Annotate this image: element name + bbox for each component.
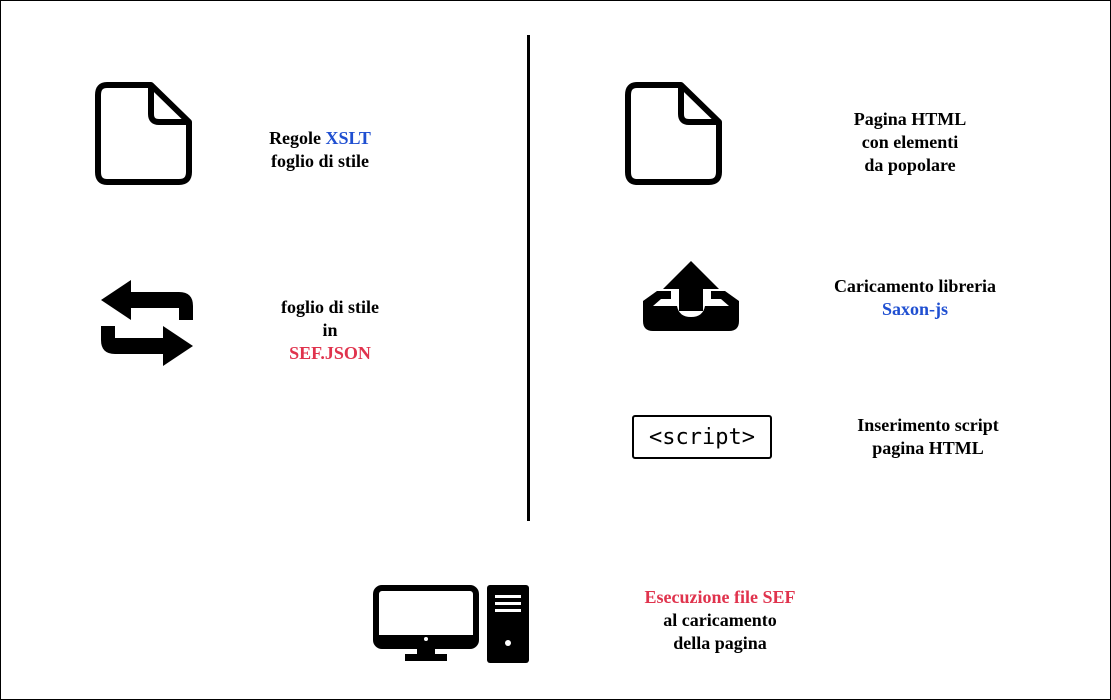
xslt-rules-label: Regole XSLT foglio di stile [269,128,371,171]
script-insertion-label: Inserimento script pagina HTML [857,415,999,458]
html-page-label: Pagina HTML con elementi da popolare [853,109,967,175]
saxon-library-label: Caricamento libreria Saxon-js [820,275,1010,321]
document-icon [95,82,192,185]
script-tag-text: <script> [649,424,755,450]
vertical-divider [527,35,530,521]
sef-json-accent: SEF.JSON [289,343,371,363]
script-tag-icon: <script> [632,415,772,459]
sef-conversion-label: foglio di stile in SEF.JSON [240,296,420,365]
upload-tray-icon [643,261,739,331]
xslt-accent: XSLT [325,128,371,148]
desktop-computer-icon [373,585,529,663]
document-icon [625,82,722,185]
swap-arrows-icon [101,280,193,366]
sef-execution-accent: Esecuzione file SEF [644,587,796,607]
saxon-js-accent: Saxon-js [881,299,948,319]
sef-execution-label: Esecuzione file SEF al caricamento della… [605,586,835,655]
